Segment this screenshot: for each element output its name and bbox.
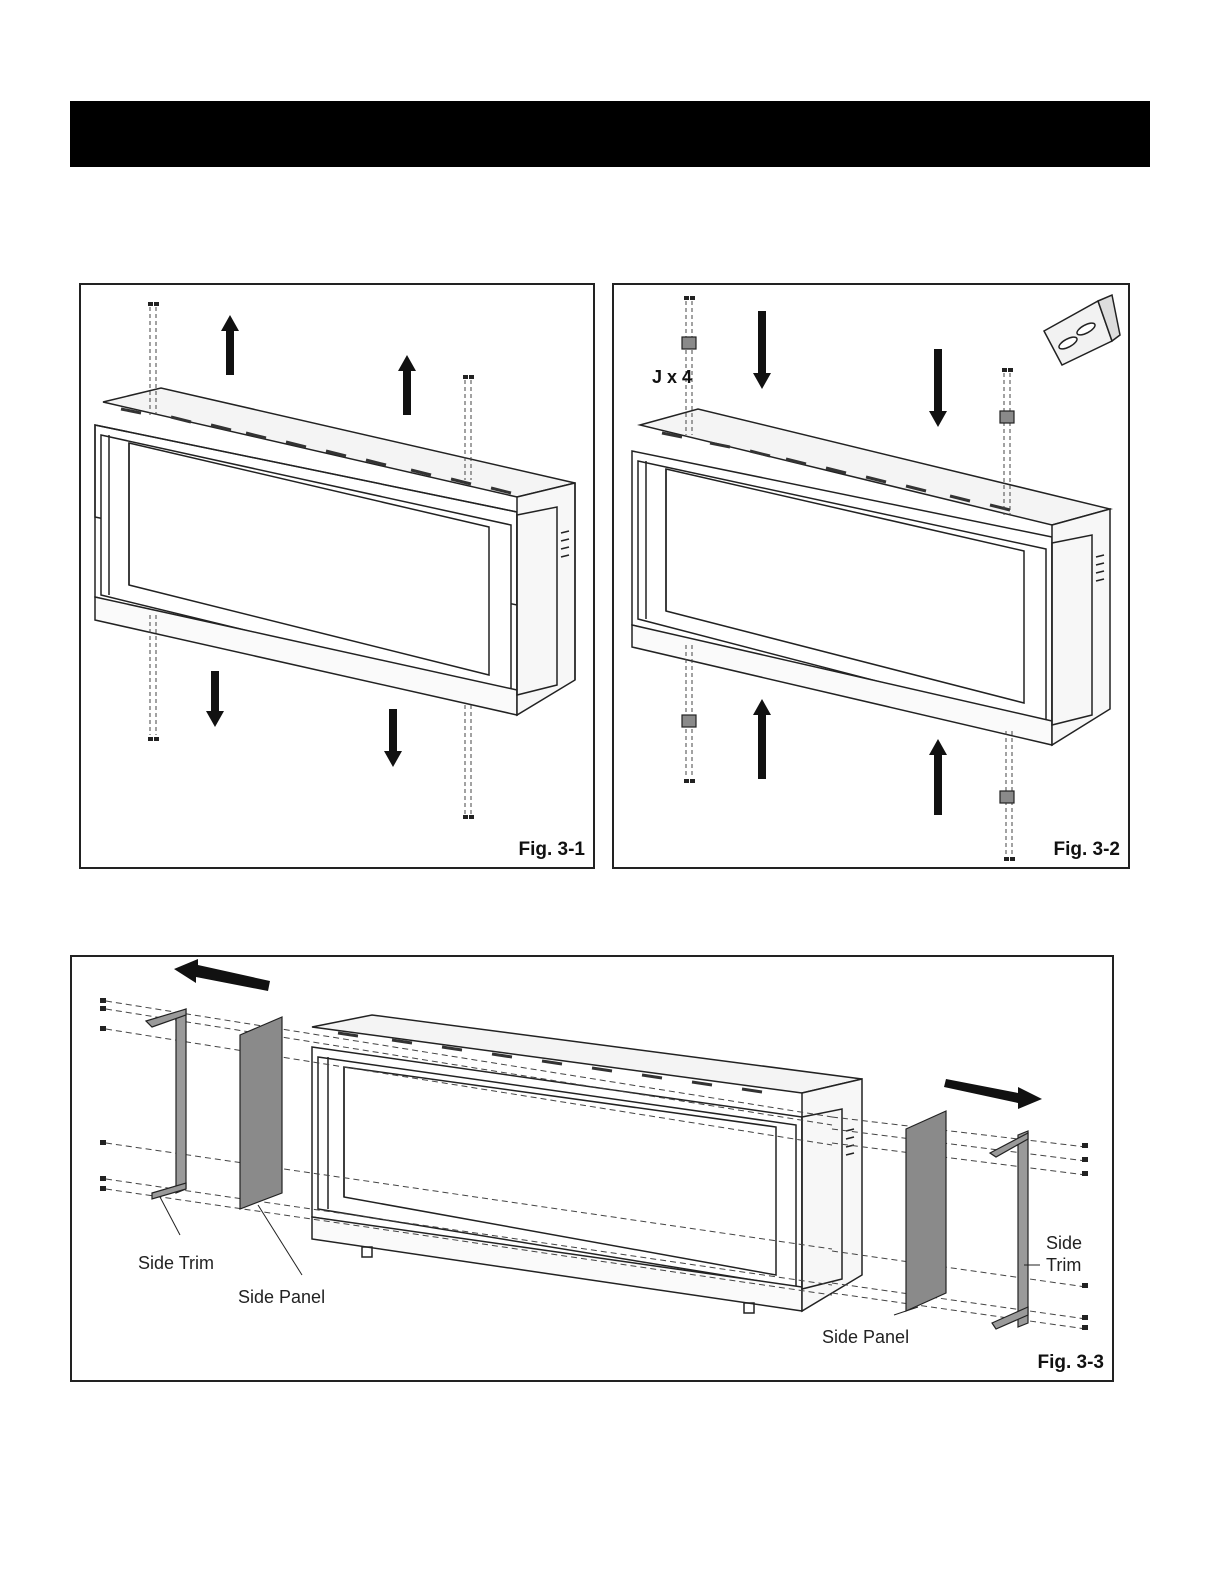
section-header-bar <box>70 101 1150 167</box>
arrow-down-icon <box>384 709 402 767</box>
arrow-down-icon <box>206 671 224 727</box>
fireplace-remove-brackets-drawing <box>81 285 593 867</box>
figure-label: Fig. 3-3 <box>1037 1352 1104 1374</box>
callout-side-trim-right-line1: Side <box>1046 1233 1082 1253</box>
arrow-up-icon <box>221 315 239 375</box>
arrow-left-icon <box>174 959 270 991</box>
arrow-up-icon <box>398 355 416 415</box>
arrow-up-icon <box>929 739 947 815</box>
j-bracket-icon <box>1044 295 1120 365</box>
arrow-right-icon <box>944 1079 1042 1109</box>
figure-label: Fig. 3-2 <box>1053 839 1120 861</box>
figure-3-3: Side Trim Side Panel Side Panel Side Tri… <box>70 955 1114 1382</box>
callout-side-trim-right-line2: Trim <box>1046 1255 1081 1275</box>
arrow-down-icon <box>929 349 947 427</box>
hardware-label: J x 4 <box>614 361 694 391</box>
svg-text:J x 4: J x 4 <box>652 367 692 387</box>
figure-label: Fig. 3-1 <box>518 839 585 861</box>
arrow-down-icon <box>753 311 771 389</box>
callout-side-trim-left: Side Trim <box>138 1253 214 1273</box>
side-panel-removal-drawing: Side Trim Side Panel Side Panel Side Tri… <box>72 957 1112 1380</box>
callout-side-panel-left: Side Panel <box>238 1287 325 1307</box>
arrow-up-icon <box>753 699 771 779</box>
callout-side-panel-right: Side Panel <box>822 1327 909 1347</box>
figure-3-2: J x 4 Fig. 3-2 <box>612 283 1130 869</box>
figure-3-1: Fig. 3-1 <box>79 283 595 869</box>
